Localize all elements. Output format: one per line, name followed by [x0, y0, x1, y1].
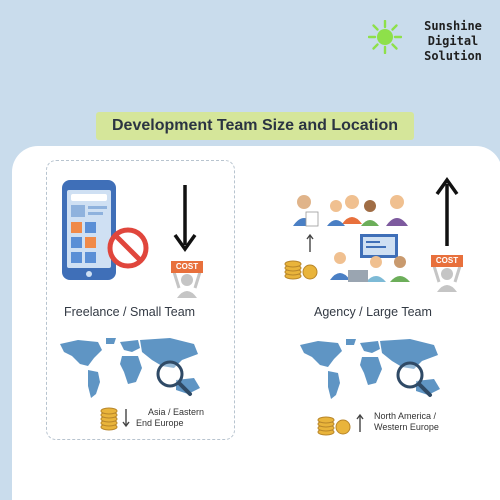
cost-label: COST — [171, 261, 203, 273]
brand-name: Sunshine Digital Solution — [410, 19, 496, 64]
world-map-icon — [300, 339, 440, 399]
freelance-label: Freelance / Small Team — [64, 305, 196, 319]
arrow-down-small-icon — [122, 409, 130, 428]
agency-label: Agency / Large Team — [314, 305, 432, 319]
arrow-down-icon — [173, 185, 197, 253]
region-label-left: Asia / Eastern End Europe — [136, 407, 204, 429]
team-icon — [284, 195, 410, 282]
diagram-title: Development Team Size and Location — [112, 117, 398, 134]
person-holding-sign-icon — [172, 271, 202, 298]
region-line-1: North America / — [374, 411, 437, 421]
cost-badge-right: COST — [428, 252, 466, 294]
cost-label: COST — [431, 255, 463, 267]
magnifier-icon — [396, 361, 432, 397]
no-entry-icon — [107, 227, 149, 269]
cost-badge-left: COST — [168, 258, 206, 300]
title-banner: Development Team Size and Location — [96, 112, 414, 140]
region-label-right: North America / Western Europe — [374, 411, 439, 433]
mobile-app-icon — [62, 180, 149, 280]
sun-icon — [368, 20, 402, 54]
brand-line-2: Digital Solution — [424, 34, 482, 63]
brand-logo: Sunshine Digital Solution — [366, 16, 496, 63]
magnifier-icon — [156, 360, 192, 396]
region-line-2: Western Europe — [374, 422, 439, 432]
arrow-up-icon — [435, 176, 459, 246]
coins-icon — [317, 413, 364, 436]
world-map-icon — [60, 338, 200, 398]
arrow-up-small-icon — [356, 413, 364, 432]
freelance-panel — [46, 160, 235, 440]
person-holding-sign-icon — [432, 265, 462, 292]
region-line-1: Asia / Eastern — [148, 407, 205, 417]
region-line-2: End Europe — [136, 418, 184, 428]
brand-line-1: Sunshine — [424, 19, 482, 33]
coins-icon — [100, 407, 130, 431]
